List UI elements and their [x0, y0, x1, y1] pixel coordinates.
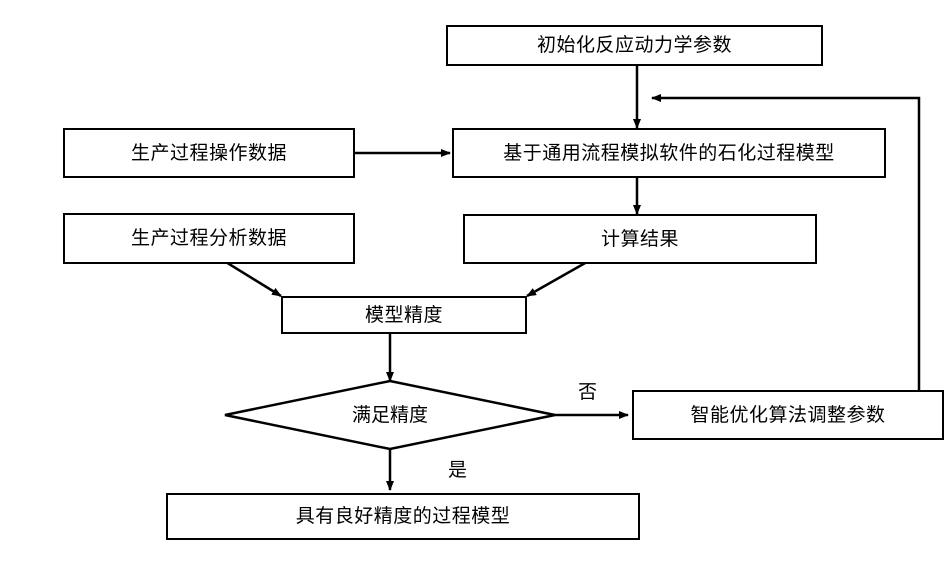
node-calc-result-label: 计算结果: [600, 227, 679, 250]
node-operation-data[interactable]: 生产过程操作数据: [63, 128, 355, 178]
node-analysis-data[interactable]: 生产过程分析数据: [63, 213, 355, 264]
node-analysis-data-label: 生产过程分析数据: [130, 227, 287, 249]
node-decision[interactable]: 满足精度: [310, 403, 470, 427]
node-optimize[interactable]: 智能优化算法调整参数: [632, 390, 944, 440]
node-optimize-label: 智能优化算法调整参数: [690, 403, 886, 426]
edge-label-no: 否: [578, 381, 598, 403]
node-final-model[interactable]: 具有良好精度的过程模型: [166, 493, 640, 540]
node-process-model[interactable]: 基于通用流程模拟软件的石化过程模型: [452, 128, 886, 178]
node-init-params[interactable]: 初始化反应动力学参数: [446, 25, 823, 66]
edge-label-yes: 是: [448, 459, 468, 481]
node-process-model-label: 基于通用流程模拟软件的石化过程模型: [503, 141, 835, 164]
node-calc-result[interactable]: 计算结果: [463, 214, 817, 264]
node-model-accuracy-label: 模型精度: [364, 303, 443, 326]
node-operation-data-label: 生产过程操作数据: [130, 141, 287, 164]
node-decision-label: 满足精度: [351, 403, 428, 426]
node-final-model-label: 具有良好精度的过程模型: [295, 505, 511, 527]
node-model-accuracy[interactable]: 模型精度: [281, 296, 527, 334]
node-init-params-label: 初始化反应动力学参数: [536, 34, 732, 56]
